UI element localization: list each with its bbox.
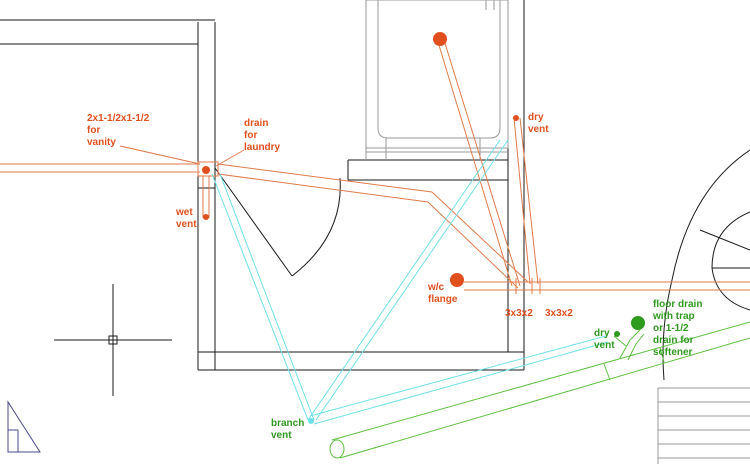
branch-vent-line1: branch bbox=[271, 418, 304, 429]
wc-flange-line1: w/c bbox=[427, 282, 445, 293]
dry-vent-top-line2: vent bbox=[528, 124, 549, 135]
dry-vent-right-label: dry vent bbox=[594, 328, 615, 351]
vanity-leader bbox=[119, 145, 201, 165]
vent-left-b bbox=[219, 173, 315, 421]
dry-vent-dot bbox=[513, 115, 519, 121]
laundry-drain-diag-top bbox=[431, 191, 529, 283]
tee-left-label: 3x3x2 bbox=[505, 308, 533, 319]
dry-vent-right-line1: dry bbox=[594, 328, 610, 339]
dry-vent-top-b bbox=[519, 117, 539, 285]
laundry-drain-diag-bottom bbox=[427, 201, 519, 289]
door-leaf bbox=[214, 167, 293, 277]
door-swing bbox=[214, 167, 341, 277]
floor-drain-bottom bbox=[339, 337, 750, 459]
wet-vent-label: wet vent bbox=[175, 207, 197, 230]
floor-drain-line3: or 1-1/2 bbox=[653, 323, 689, 334]
vent-left-a bbox=[211, 173, 309, 421]
laundry-label-line1: drain bbox=[244, 118, 268, 129]
wet-vent-dot bbox=[203, 214, 209, 220]
floor-drain-line4: drain for bbox=[653, 335, 694, 346]
laundry-label-line2: for bbox=[244, 130, 257, 141]
wc-flange-dot bbox=[450, 273, 464, 287]
floor-drain-joint bbox=[603, 363, 611, 381]
trap-arm bbox=[613, 335, 627, 347]
ucs-triangle-icon bbox=[7, 400, 41, 453]
vent-pipes bbox=[211, 139, 609, 425]
drain-markers bbox=[202, 32, 519, 287]
branch-vent-dot bbox=[308, 418, 314, 424]
bathtub-inner bbox=[377, 0, 501, 139]
stairs bbox=[657, 387, 750, 464]
vanity-drain-dot bbox=[202, 166, 210, 174]
floor-drain-label: floor drain with trap or 1-1/2 drain for… bbox=[652, 299, 705, 358]
vanity-label-line1: 2x1-1/2x1-1/2 bbox=[87, 113, 150, 124]
vanity-label: 2x1-1/2x1-1/2 for vanity bbox=[87, 113, 152, 148]
door-arc bbox=[291, 177, 341, 277]
drain-pipes bbox=[0, 39, 750, 294]
laundry-label-line3: laundry bbox=[244, 142, 281, 153]
laundry-leader bbox=[215, 149, 245, 167]
tee-right-label: 3x3x2 bbox=[545, 308, 573, 319]
wet-vent-line2: vent bbox=[176, 219, 197, 230]
dry-vent-top-a bbox=[513, 117, 531, 285]
wet-vent-line1: wet bbox=[175, 207, 193, 218]
floor-drain-markers bbox=[614, 316, 645, 337]
laundry-drain-top bbox=[217, 163, 433, 193]
laundry-drain-bottom bbox=[217, 173, 429, 203]
wc-flange-label: w/c flange bbox=[427, 282, 458, 305]
branch-vent-line2: vent bbox=[271, 430, 292, 441]
dry-vent-right-line2: vent bbox=[594, 340, 615, 351]
floor-drain-end bbox=[329, 439, 345, 459]
vanity-tee-fitting bbox=[197, 161, 219, 177]
tub-drain-b bbox=[443, 39, 521, 287]
trap-riser-2 bbox=[627, 333, 645, 361]
tub-drain-a bbox=[437, 41, 513, 287]
dry-vent-top-line1: dry bbox=[528, 112, 544, 123]
fixtures bbox=[365, 0, 750, 464]
tub-drain-dot bbox=[433, 32, 447, 46]
laundry-label: drain for laundry bbox=[244, 118, 281, 153]
floor-drain-pipes bbox=[329, 321, 750, 459]
floor-drain-dot bbox=[631, 316, 645, 330]
floor-drain-joint2 bbox=[659, 347, 665, 363]
vent-up-a bbox=[307, 139, 501, 421]
vent-right-b bbox=[313, 341, 609, 425]
floor-drain-top bbox=[331, 321, 750, 441]
vent-right-a bbox=[309, 335, 607, 417]
wc-flange-line2: flange bbox=[428, 294, 458, 305]
wall-lines bbox=[0, 0, 525, 371]
branch-vent-label: branch vent bbox=[271, 418, 307, 441]
floor-drain-line1: floor drain bbox=[653, 299, 702, 310]
floor-drain-line5: softener bbox=[653, 347, 693, 358]
vent-up-b bbox=[315, 139, 509, 421]
trap-riser bbox=[619, 329, 641, 359]
bathtub bbox=[365, 0, 509, 149]
dry-vent-right-dot bbox=[614, 331, 620, 337]
vanity-label-line3: vanity bbox=[87, 137, 116, 148]
dry-vent-top-label: dry vent bbox=[528, 112, 549, 135]
crosshair-icon bbox=[54, 284, 172, 396]
vanity-label-line2: for bbox=[87, 125, 100, 136]
floor-drain-line2: with trap bbox=[652, 311, 695, 322]
